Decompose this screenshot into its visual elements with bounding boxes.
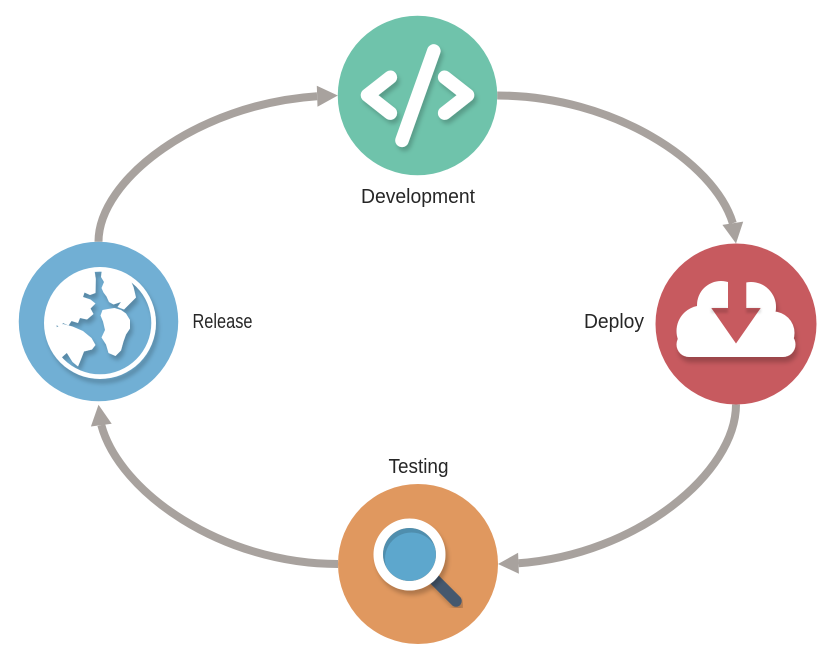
svg-text:Release: Release bbox=[193, 311, 253, 333]
svg-text:Testing: Testing bbox=[389, 456, 449, 478]
svg-text:Development: Development bbox=[361, 186, 475, 208]
svg-text:Deploy: Deploy bbox=[584, 311, 644, 333]
